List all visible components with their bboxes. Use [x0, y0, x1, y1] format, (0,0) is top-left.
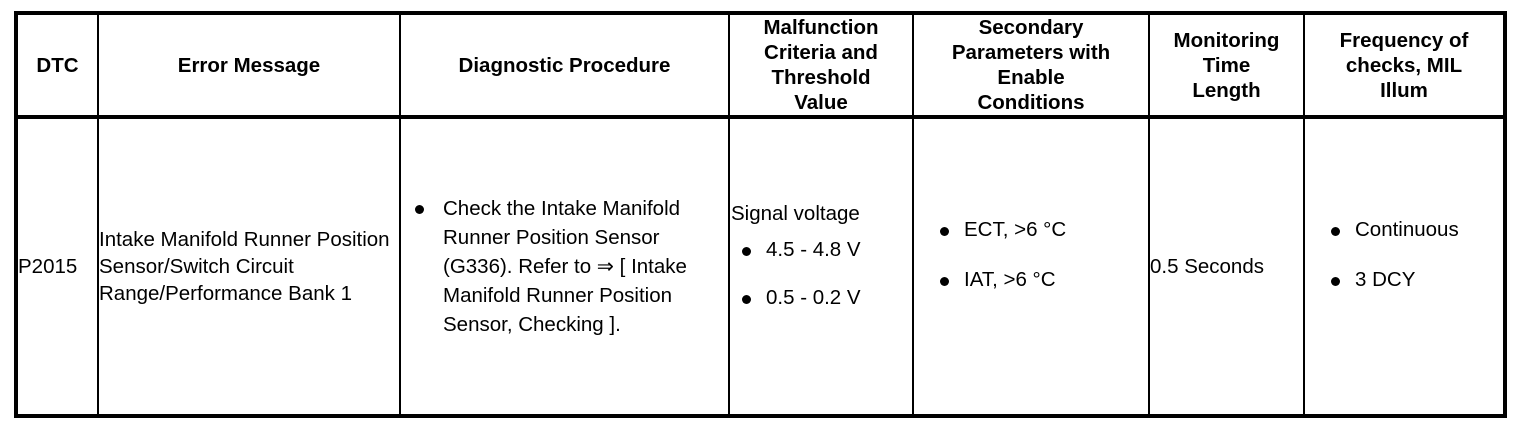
column-header-diagnostic-procedure: Diagnostic Procedure — [399, 13, 730, 119]
cell-dtc-code: P2015 — [15, 117, 99, 416]
column-header-malfunction-line-3: Threshold — [771, 66, 871, 89]
column-header-secondary-line-1: Secondary — [978, 16, 1084, 39]
column-header-secondary-parameters: Secondary Parameters with Enable Conditi… — [912, 13, 1150, 119]
list-item: 3 DCY — [1327, 267, 1503, 293]
frequency-of-checks-list: Continuous 3 DCY — [1327, 217, 1503, 293]
list-item: 0.5 - 0.2 V — [738, 285, 912, 311]
column-header-secondary-line-3: Enable — [997, 66, 1065, 89]
list-item: IAT, >6 °C — [936, 267, 1148, 293]
table-row: P2015 Intake Manifold Runner Position Se… — [15, 117, 1506, 416]
column-header-monitoring-line-2: Time — [1202, 53, 1251, 77]
column-header-frequency-of-checks: Frequency of checks, MIL Illum — [1303, 13, 1506, 119]
column-header-frequency-line-3: Illum — [1380, 78, 1428, 102]
column-header-error-message-line-1: Error Message — [177, 53, 321, 77]
column-header-diagnostic-procedure-line-1: Diagnostic Procedure — [458, 53, 671, 77]
cell-secondary-parameters: ECT, >6 °C IAT, >6 °C — [912, 117, 1150, 416]
cell-frequency-of-checks: Continuous 3 DCY — [1303, 117, 1506, 416]
list-item: 4.5 - 4.8 V — [738, 237, 912, 263]
table-header-row: DTC Error Message Diagnostic Procedure M… — [15, 13, 1506, 119]
cell-diagnostic-procedure: Check the Intake Manifold Runner Positio… — [399, 117, 730, 416]
column-header-malfunction-criteria: Malfunction Criteria and Threshold Value — [728, 13, 914, 119]
list-item: Continuous — [1327, 217, 1503, 243]
list-item: Check the Intake Manifold Runner Positio… — [411, 194, 728, 339]
column-header-monitoring-line-3: Length — [1192, 78, 1261, 102]
list-item: ECT, >6 °C — [936, 217, 1148, 243]
column-header-malfunction-line-2: Criteria and — [764, 41, 878, 64]
dtc-table-container: DTC Error Message Diagnostic Procedure M… — [14, 11, 1507, 418]
table-body: P2015 Intake Manifold Runner Position Se… — [15, 117, 1506, 416]
malfunction-criteria-title: Signal voltage — [731, 201, 860, 225]
table-header-row-group: DTC Error Message Diagnostic Procedure M… — [15, 13, 1506, 119]
cell-error-message: Intake Manifold Runner Position Sensor/S… — [97, 117, 401, 416]
column-header-dtc-line-1: DTC — [36, 53, 79, 77]
column-header-error-message: Error Message — [97, 13, 401, 119]
column-header-secondary-line-4: Conditions — [977, 91, 1085, 114]
column-header-dtc: DTC — [15, 13, 99, 119]
column-header-monitoring-line-1: Monitoring — [1173, 28, 1280, 52]
dtc-diagnostic-table: DTC Error Message Diagnostic Procedure M… — [14, 11, 1507, 418]
malfunction-threshold-list: 4.5 - 4.8 V 0.5 - 0.2 V — [738, 237, 912, 311]
column-header-monitoring-time-length: Monitoring Time Length — [1148, 13, 1305, 119]
column-header-malfunction-line-1: Malfunction — [763, 16, 879, 39]
cell-monitoring-time-length: 0.5 Seconds — [1148, 117, 1305, 416]
column-header-frequency-line-2: checks, MIL — [1345, 53, 1463, 77]
diagnostic-procedure-list: Check the Intake Manifold Runner Positio… — [411, 194, 728, 339]
column-header-frequency-line-1: Frequency of — [1339, 28, 1469, 52]
secondary-parameters-list: ECT, >6 °C IAT, >6 °C — [936, 217, 1148, 293]
column-header-secondary-line-2: Parameters with — [951, 41, 1111, 64]
column-header-malfunction-line-4: Value — [794, 91, 848, 114]
cell-malfunction-criteria: Signal voltage 4.5 - 4.8 V 0.5 - 0.2 V — [728, 117, 914, 416]
